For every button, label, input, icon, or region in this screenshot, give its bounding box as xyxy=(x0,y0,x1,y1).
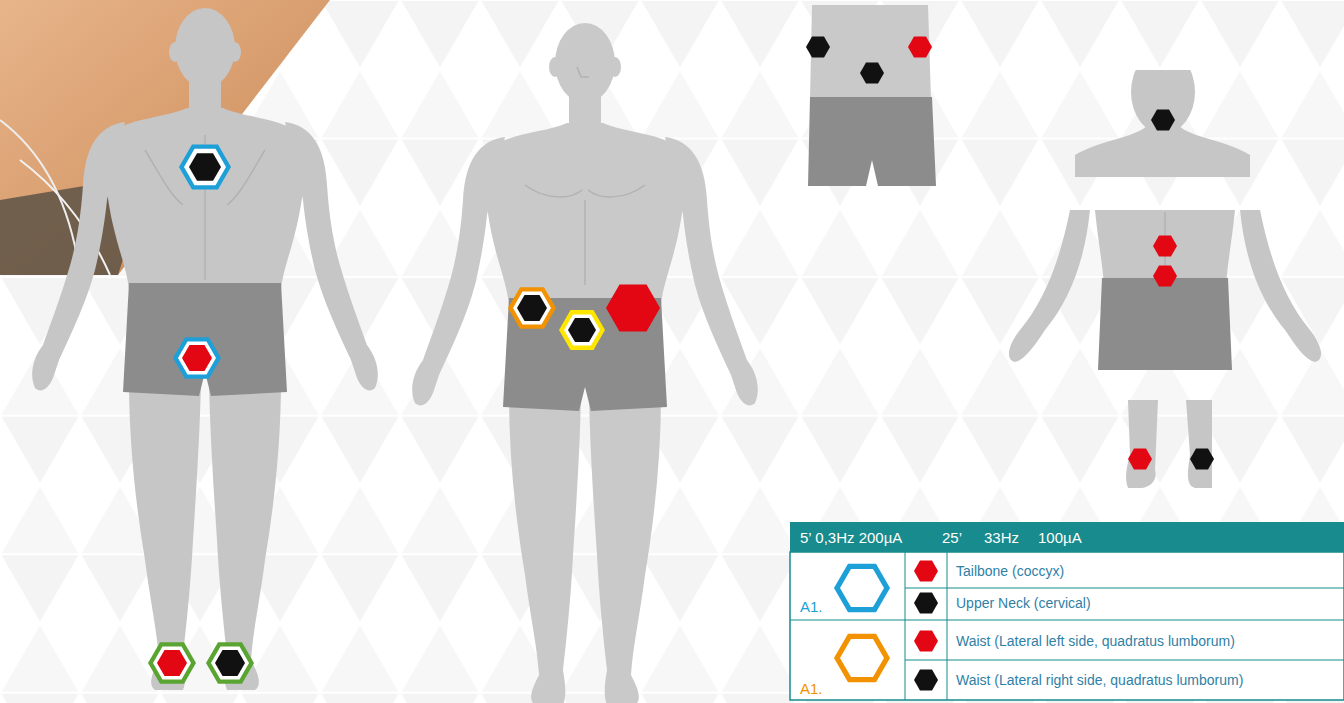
electrode-swatch xyxy=(914,593,938,614)
electrode-ring xyxy=(179,144,231,189)
electrode-gap xyxy=(211,647,249,680)
electrode-pad xyxy=(215,650,245,676)
inset-leg xyxy=(1126,400,1158,488)
electrode-gap xyxy=(184,149,226,185)
photo-cable xyxy=(0,120,80,275)
electrode-swatch xyxy=(914,631,938,652)
electrode-ring xyxy=(206,642,254,684)
front-contour xyxy=(525,67,645,285)
group-hexagon-inner xyxy=(840,569,884,607)
group-label: A1. xyxy=(800,680,840,698)
electrode-pad xyxy=(517,295,547,321)
electrode-gap xyxy=(513,292,551,325)
table-body xyxy=(790,552,1344,700)
inset-arm xyxy=(1240,210,1321,362)
electrode-swatch xyxy=(914,670,938,691)
electrode-pad xyxy=(806,37,830,58)
inset-shorts xyxy=(808,97,936,186)
table-line xyxy=(947,552,948,700)
electrode-pad xyxy=(860,63,884,84)
inset-neck xyxy=(1075,70,1250,177)
body-front-view xyxy=(412,23,758,703)
electrode-ring xyxy=(559,310,605,350)
electrode-gap xyxy=(564,314,600,345)
inset-shorts xyxy=(1098,278,1232,370)
electrode-pad xyxy=(1190,449,1214,470)
table-cell: Waist (Lateral right side, quadratus lum… xyxy=(956,671,1341,689)
electrode-pad xyxy=(1151,110,1175,131)
electrode-pad xyxy=(157,650,187,676)
table-line xyxy=(790,620,1344,621)
electrode-ring xyxy=(508,287,556,329)
group-label: A1. xyxy=(800,598,840,616)
electrode-gap xyxy=(178,342,216,375)
table-cell: Upper Neck (cervical) xyxy=(956,594,1341,612)
face-line xyxy=(577,67,589,77)
inset-shoulders xyxy=(1075,125,1250,177)
shoulder-blade-line xyxy=(227,150,265,205)
group-hexagon-inner xyxy=(840,639,884,677)
electrode-ring xyxy=(148,642,196,684)
chest-line xyxy=(588,185,645,197)
electrode-pad xyxy=(1128,449,1152,470)
electrode-pad xyxy=(182,345,212,371)
inset-leg xyxy=(1186,400,1212,488)
electrode-pad xyxy=(1153,236,1177,257)
table-cell: Tailbone (coccyx) xyxy=(956,562,1341,580)
electrode-pad xyxy=(189,153,221,181)
table-cell: Waist (Lateral left side, quadratus lumb… xyxy=(956,632,1341,650)
electrode-swatch xyxy=(914,561,938,582)
inset-arm xyxy=(1009,210,1090,362)
electrode-gap xyxy=(153,647,191,680)
table-line xyxy=(905,588,1344,589)
table-line xyxy=(905,552,906,700)
electrode-pad xyxy=(606,285,660,332)
electrode-ring xyxy=(173,337,221,379)
group-hexagon xyxy=(834,634,890,682)
table-grid xyxy=(790,552,1344,700)
body-back-view xyxy=(32,8,378,690)
table-header: 25’ xyxy=(942,529,978,547)
electrode-pad xyxy=(1153,266,1177,287)
table-header: 100µA xyxy=(1038,529,1108,547)
electrode-pad xyxy=(908,37,932,58)
group-hexagon xyxy=(834,564,890,612)
abdomen-line xyxy=(584,200,586,285)
shoulder-blade-line xyxy=(145,150,183,205)
inset-torso xyxy=(810,5,931,100)
table-header: 5’ 0,3Hz 200µA xyxy=(800,529,935,547)
table-line xyxy=(905,660,1344,661)
table-header: 33Hz xyxy=(984,529,1032,547)
electrode-pad xyxy=(568,318,596,342)
chest-line xyxy=(525,185,582,197)
table-header-band xyxy=(790,522,1344,552)
back-contour xyxy=(145,135,265,280)
